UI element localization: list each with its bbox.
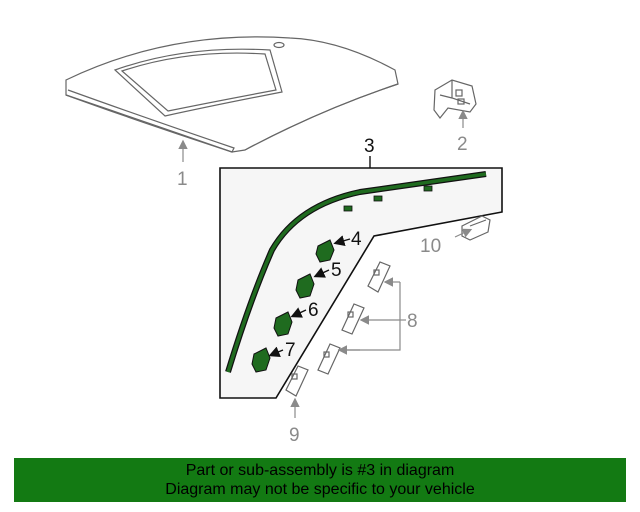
bracket-part-2 — [433, 79, 477, 119]
callout-3: 3 — [364, 136, 375, 157]
callout-7: 7 — [285, 340, 296, 361]
clip-part-8-top — [367, 261, 391, 293]
callout-1: 1 — [177, 169, 188, 190]
clip-part-8-middle — [341, 303, 365, 335]
callout-10: 10 — [420, 236, 441, 257]
clip-part-9 — [285, 365, 309, 397]
clip-part-6 — [273, 311, 293, 337]
callout-4: 4 — [351, 229, 362, 250]
banner-line-1: Part or sub-assembly is #3 in diagram — [185, 462, 455, 479]
clip-part-5 — [295, 273, 315, 299]
clip-part-10 — [461, 215, 491, 241]
clip-part-8-bottom — [317, 343, 341, 375]
info-banner: Part or sub-assembly is #3 in diagram Di… — [14, 458, 626, 502]
callout-5: 5 — [331, 260, 342, 281]
clip-part-7 — [251, 347, 271, 373]
callout-9: 9 — [289, 425, 300, 446]
clip-part-4 — [315, 239, 335, 263]
parts-diagram: 1 2 3 4 5 6 7 8 9 10 — [65, 36, 503, 446]
leader-lines — [178, 109, 473, 418]
callout-2: 2 — [457, 134, 468, 155]
callout-6: 6 — [308, 300, 319, 321]
roof-rail-molding — [225, 171, 487, 373]
banner-line-2: Diagram may not be specific to your vehi… — [165, 481, 475, 498]
roof-panel — [65, 36, 399, 153]
callout-8: 8 — [407, 311, 418, 332]
